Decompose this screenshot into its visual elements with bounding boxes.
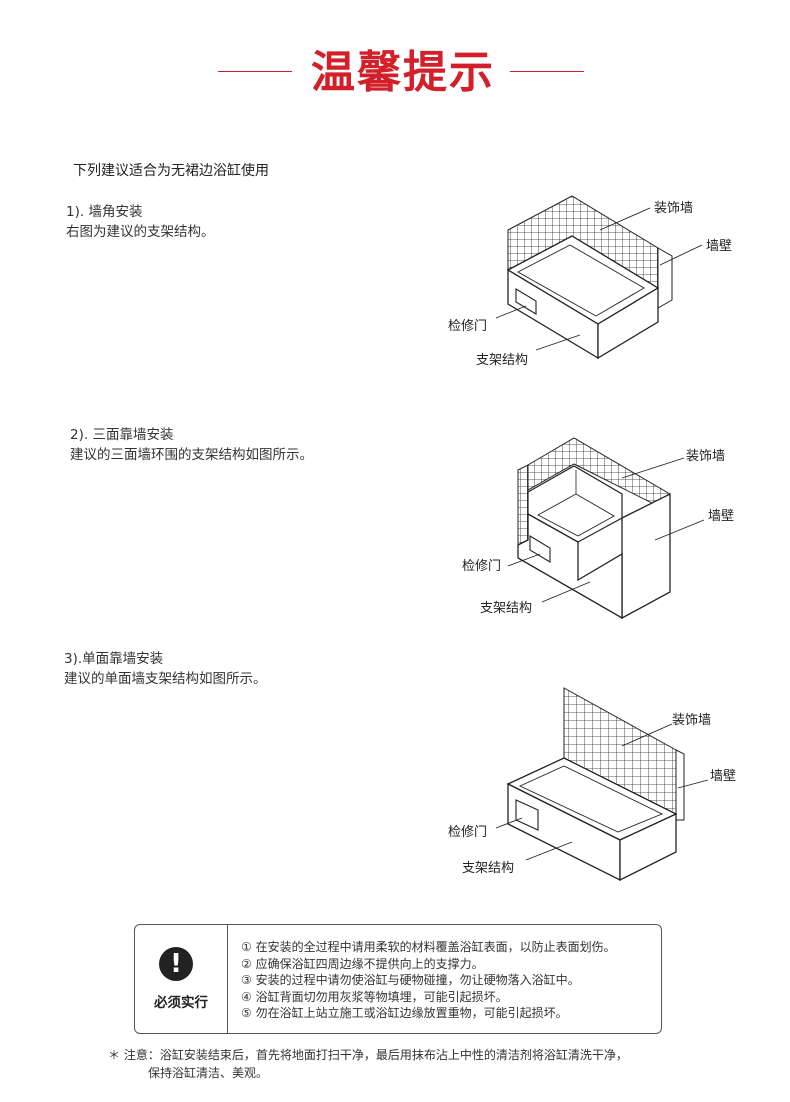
label-access-door: 检修门	[448, 319, 487, 334]
section-1-desc: 右图为建议的支架结构。	[66, 224, 215, 240]
label-wall: 墙壁	[710, 769, 736, 784]
label-access-door: 检修门	[462, 559, 501, 574]
notice-item: ⑤ 勿在浴缸上站立施工或浴缸边缘放置重物，可能引起损坏。	[241, 1006, 568, 1020]
footnote-line-1: ＊ 注意：浴缸安装结束后，首先将地面打扫干净，最后用抹布沾上中性的清洁剂将浴缸清…	[108, 1048, 628, 1062]
section-3-heading: 3).单面靠墙安装	[64, 651, 164, 667]
notice-list: ① 在安装的全过程中请用柔软的材料覆盖浴缸表面，以防止表面划伤。 ② 应确保浴缸…	[241, 939, 616, 1022]
single-wall-install-diagram: 装饰墙 墙壁 检修门 支架结构	[440, 680, 760, 890]
section-2-heading: 2). 三面靠墙安装	[70, 427, 174, 443]
label-decor-wall: 装饰墙	[654, 201, 693, 216]
exclamation-icon: !	[159, 947, 193, 981]
notice-label: 必须实行	[154, 995, 208, 1011]
three-wall-install-diagram: 装饰墙 墙壁 检修门 支架结构	[450, 430, 770, 630]
notice-box: ! 必须实行 ① 在安装的全过程中请用柔软的材料覆盖浴缸表面，以防止表面划伤。 …	[134, 924, 662, 1034]
section-1-heading: 1). 墙角安装	[66, 204, 143, 220]
intro-text: 下列建议适合为无裙边浴缸使用	[73, 163, 269, 179]
label-decor-wall: 装饰墙	[672, 713, 711, 728]
footnote-line-2: 保持浴缸清洁、美观。	[148, 1066, 269, 1080]
label-wall: 墙壁	[706, 239, 732, 254]
label-frame: 支架结构	[476, 353, 528, 368]
label-frame: 支架结构	[480, 601, 532, 616]
title-rule-left	[218, 71, 292, 72]
label-decor-wall: 装饰墙	[686, 449, 725, 464]
notice-item: ② 应确保浴缸四周边缘不提供向上的支撑力。	[241, 956, 484, 971]
label-wall: 墙壁	[708, 509, 734, 524]
title-rule-right	[510, 71, 584, 72]
label-access-door: 检修门	[448, 825, 487, 840]
notice-divider	[227, 925, 228, 1033]
notice-item: ④ 浴缸背面切勿用灰浆等物填埋，可能引起损坏。	[241, 989, 508, 1004]
page-title: 温馨提示	[311, 47, 495, 98]
section-3-desc: 建议的单面墙支架结构如图所示。	[64, 671, 267, 687]
notice-item: ① 在安装的全过程中请用柔软的材料覆盖浴缸表面，以防止表面划伤。	[241, 940, 616, 954]
section-2-desc: 建议的三面墙环围的支架结构如图所示。	[70, 447, 313, 463]
label-frame: 支架结构	[462, 861, 514, 876]
footnote: ＊ 注意：浴缸安装结束后，首先将地面打扫干净，最后用抹布沾上中性的清洁剂将浴缸清…	[108, 1046, 628, 1082]
page-title-block: 温馨提示	[0, 44, 790, 104]
corner-install-diagram: 装饰墙 墙壁 检修门 支架结构	[440, 190, 760, 380]
notice-item: ③ 安装的过程中请勿使浴缸与硬物碰撞，勿让硬物落入浴缸中。	[241, 973, 580, 987]
